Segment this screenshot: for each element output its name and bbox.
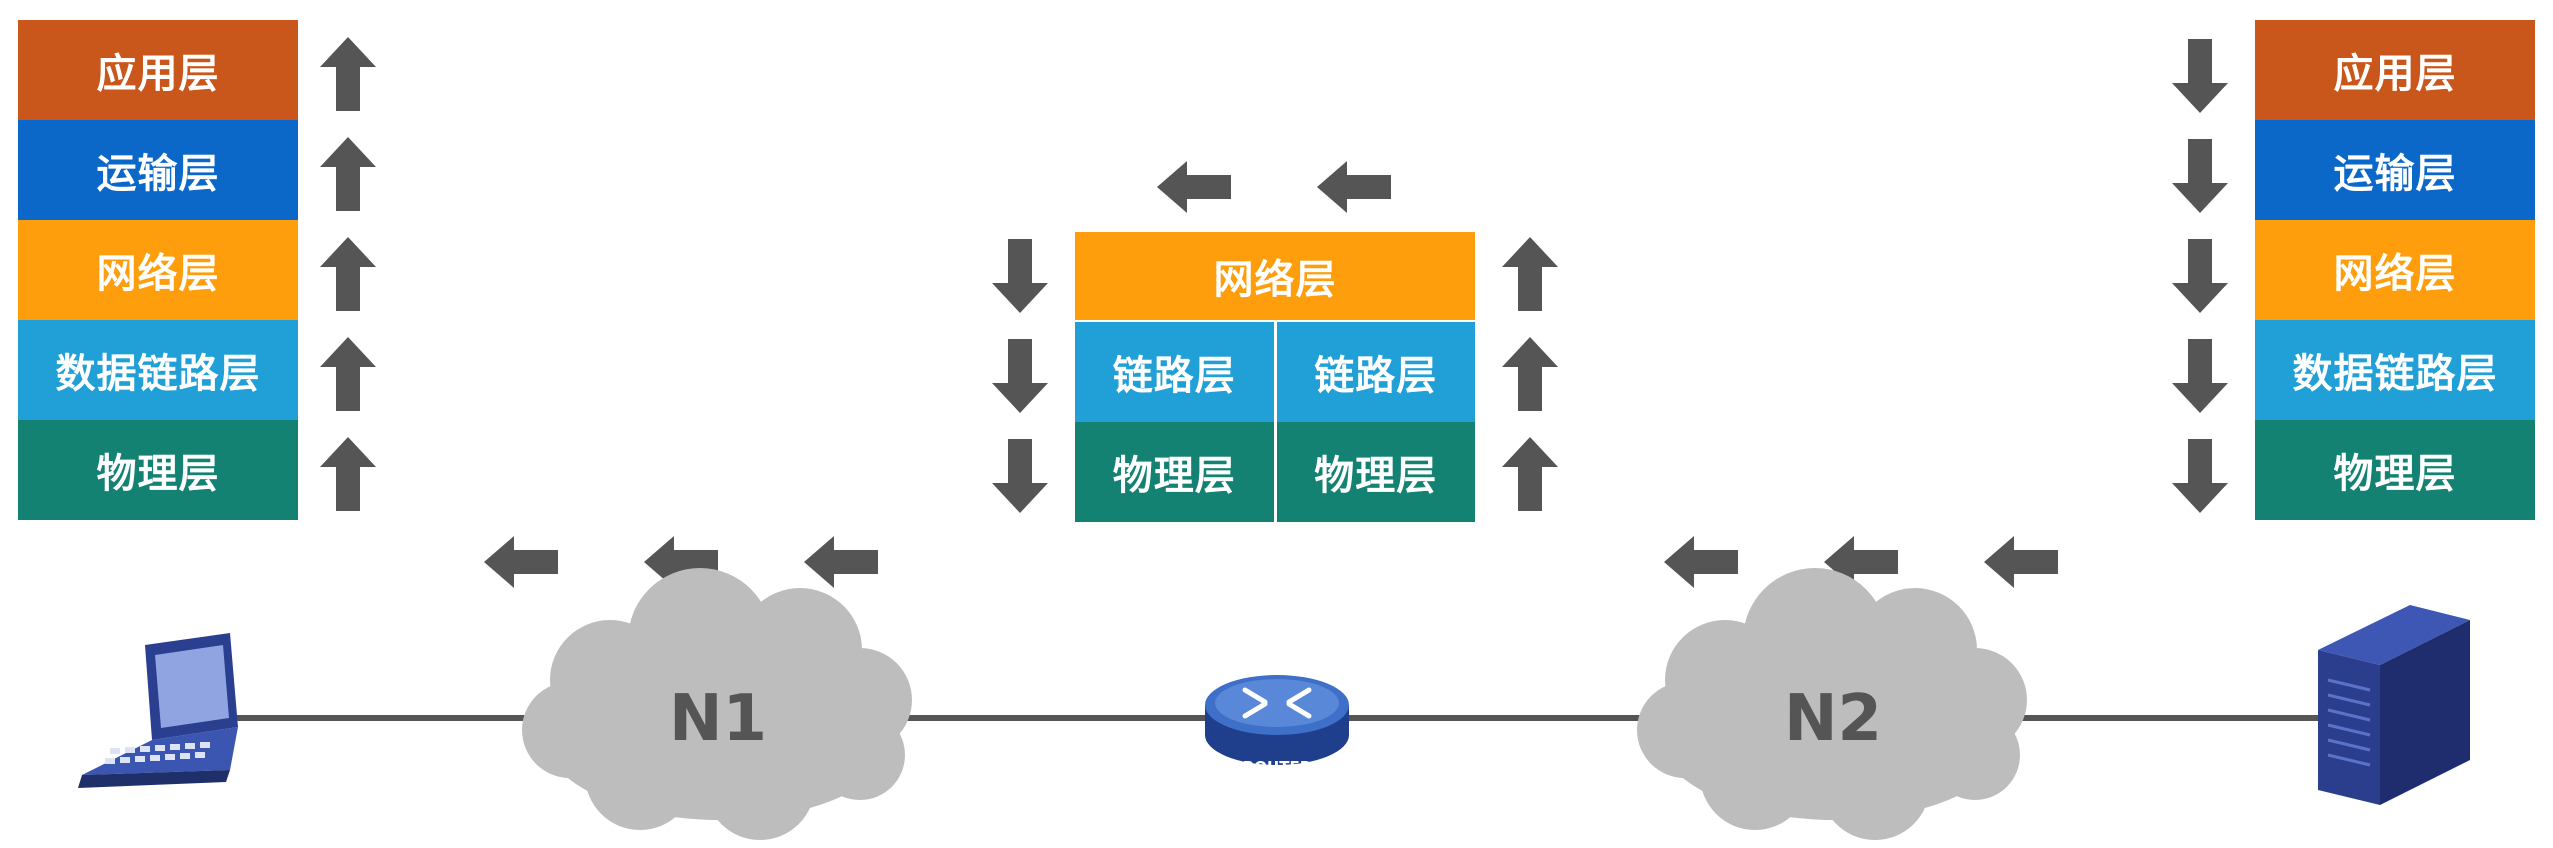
right-transport-layer: 运输层 [2255, 120, 2535, 220]
arrow-left-icon [1984, 536, 2058, 588]
arrow-down-icon [2172, 439, 2228, 513]
arrow-left-icon [1664, 536, 1738, 588]
router-stack: 网络层 链路层 链路层 物理层 物理层 [1075, 232, 1475, 522]
n2-left-arrows [1664, 536, 2058, 588]
arrow-up-icon [320, 437, 376, 511]
router-physical-layer-right: 物理层 [1273, 422, 1475, 522]
left-up-arrows [320, 37, 376, 511]
arrow-left-icon [484, 536, 558, 588]
router-link-layer-left: 链路层 [1075, 322, 1274, 422]
left-application-layer: 应用层 [18, 20, 298, 120]
arrow-up-icon [1502, 237, 1558, 311]
right-network-layer: 网络层 [2255, 220, 2535, 320]
router-physical-row: 物理层 物理层 [1075, 422, 1475, 522]
left-network-layer: 网络层 [18, 220, 298, 320]
laptop-icon [78, 633, 238, 788]
arrow-down-icon [992, 339, 1048, 413]
arrow-left-icon [1157, 161, 1231, 213]
left-host-stack: 应用层 运输层 网络层 数据链路层 物理层 [18, 20, 298, 520]
network-n1-cloud: N1 [522, 568, 912, 840]
router-down-arrows [992, 239, 1048, 513]
arrow-down-icon [2172, 139, 2228, 213]
router-top-left-arrows [1157, 161, 1391, 213]
router-link-row: 链路层 链路层 [1075, 322, 1475, 422]
arrow-up-icon [1502, 437, 1558, 511]
router-network-layer: 网络层 [1075, 232, 1475, 322]
arrow-down-icon [2172, 339, 2228, 413]
router-up-arrows [1502, 237, 1558, 511]
network-n2-cloud: N2 [1637, 568, 2027, 840]
router-physical-layer-left: 物理层 [1075, 422, 1274, 522]
arrow-left-icon [804, 536, 878, 588]
right-physical-layer: 物理层 [2255, 420, 2535, 520]
left-physical-layer: 物理层 [18, 420, 298, 520]
arrow-down-icon [2172, 239, 2228, 313]
arrow-down-icon [992, 239, 1048, 313]
arrow-up-icon [1502, 337, 1558, 411]
arrow-left-icon [1317, 161, 1391, 213]
left-transport-layer: 运输层 [18, 120, 298, 220]
arrow-up-icon [320, 237, 376, 311]
left-datalink-layer: 数据链路层 [18, 320, 298, 420]
right-host-stack: 应用层 运输层 网络层 数据链路层 物理层 [2255, 20, 2535, 520]
server-icon [2318, 605, 2470, 805]
router-device-label: ROUTER [1243, 758, 1312, 776]
router-link-layer-right: 链路层 [1273, 322, 1475, 422]
arrow-up-icon [320, 137, 376, 211]
arrow-down-icon [2172, 39, 2228, 113]
network-n2-label: N2 [1784, 682, 1882, 756]
network-n1-label: N1 [669, 682, 767, 756]
right-down-arrows [2172, 39, 2228, 513]
router-icon: ROUTER [1205, 675, 1349, 776]
arrow-down-icon [992, 439, 1048, 513]
arrow-up-icon [320, 337, 376, 411]
right-datalink-layer: 数据链路层 [2255, 320, 2535, 420]
right-application-layer: 应用层 [2255, 20, 2535, 120]
arrow-up-icon [320, 37, 376, 111]
